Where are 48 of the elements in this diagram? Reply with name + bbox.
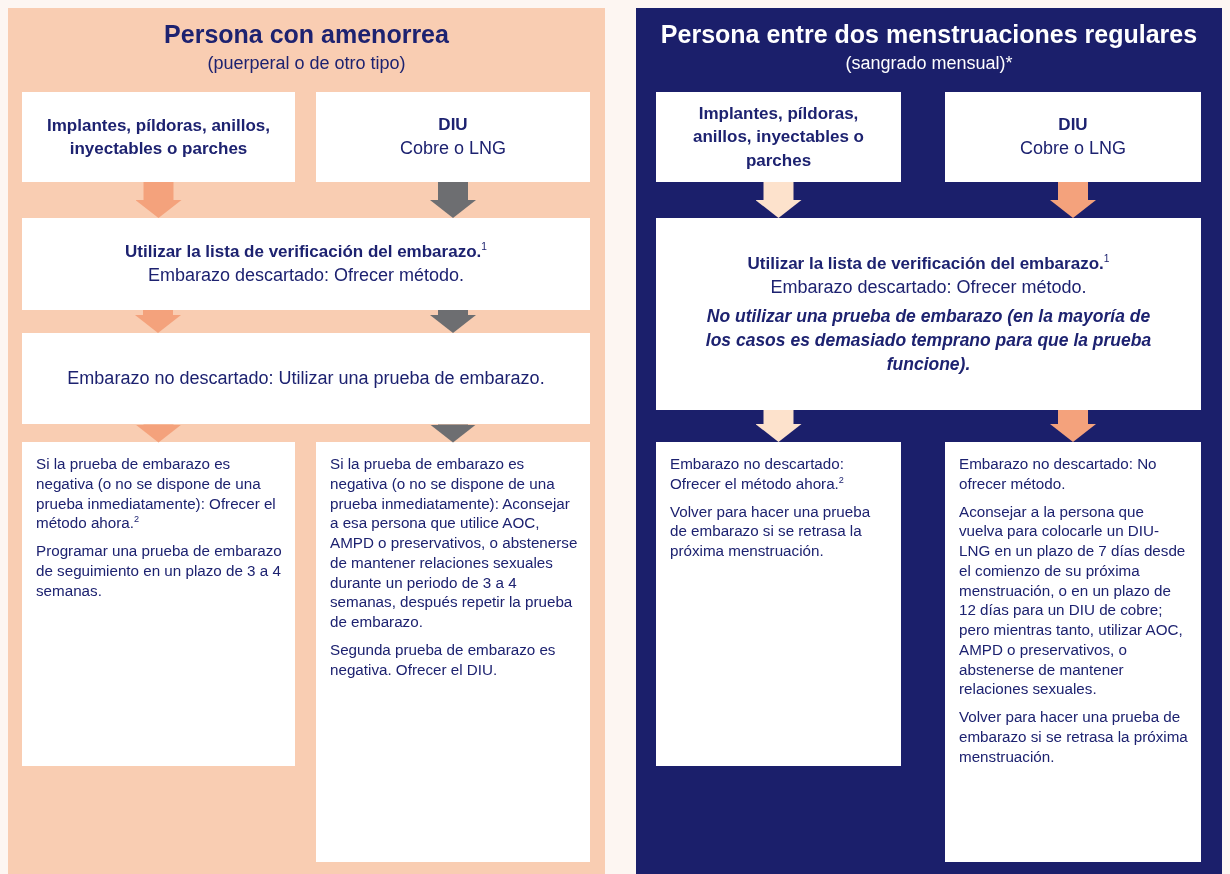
- arrow: [430, 310, 476, 333]
- step-box: [656, 218, 1201, 410]
- panel-subtitle: (sangrado mensual)*: [845, 51, 1013, 75]
- step-box: [22, 333, 590, 424]
- outcome-text: Embarazo no descartado: No ofrecer método.: [959, 454, 1158, 494]
- outcome-text: Embarazo no descartado: Ofrecer el método ahora.$^{2}$: [670, 454, 845, 494]
- outcome-text: Segunda prueba de embarazo es negativa. Ofrecer el DIU.: [330, 639, 557, 680]
- outcome-text: Programar una prueba de embarazo de seguimiento en un plazo de 3 a 4 semanas.: [36, 541, 283, 601]
- outcome-text: Volver para hacer una prueba de embarazo si se retrasa la próxima menstruación.: [670, 501, 872, 561]
- step-text: Utilizar la lista de verificación del embarazo.$^{1}$: [747, 252, 1110, 275]
- arrow: [430, 424, 476, 443]
- panel-title: Persona con amenorrea: [164, 19, 449, 50]
- outcome-text: Si la prueba de embarazo es negativa (o no se dispone de una prueba inmediatamente): Aconsejar a esa persona que utilice AOC, AMPD o preservativos, o abstenerse de mantener relaciones sexuales durante un periodo de 3 a 4 semanas, después repetir la prueba de embarazo.: [330, 454, 578, 632]
- step-text: No utilizar una prueba de embarazo (en la mayoría de los casos es demasiado temprano para que la prueba funcione).: [704, 304, 1153, 377]
- step-text: Cobre o LNG: [1019, 137, 1127, 161]
- panel-background: [8, 8, 605, 874]
- step-box: [22, 92, 295, 182]
- step-box: [316, 92, 590, 182]
- arrow: [755, 182, 802, 218]
- outcome-text: Volver para hacer una prueba de embarazo si se retrasa la próxima menstruación.: [959, 707, 1189, 767]
- arrow: [135, 182, 182, 218]
- outcome-box: [656, 442, 901, 766]
- step-text: Utilizar la lista de verificación del embarazo.$^{1}$: [125, 240, 487, 263]
- arrow: [430, 182, 476, 218]
- step-box: [945, 92, 1201, 182]
- arrow: [1050, 182, 1096, 218]
- step-text: Implantes, píldoras, anillos, inyectables o parches: [692, 102, 865, 172]
- step-text: DIU: [1058, 113, 1088, 136]
- arrow: [1050, 410, 1096, 442]
- step-box: [22, 218, 590, 310]
- panel-background: [636, 8, 1222, 874]
- step-text: Implantes, píldoras, anillos, inyectables o parches: [46, 114, 271, 160]
- arrow: [135, 424, 182, 443]
- step-text: Cobre o LNG: [399, 137, 507, 161]
- outcome-text: Aconsejar a la persona que vuelva para colocarle un DIU-LNG en un plazo de 7 días desde el comienzo de su próxima menstruación, o en un plazo de 12 días para un DIU de cobre; pero mientras tanto, utilizar AOC, AMPD o preservativos, o abstenerse de mantener relaciones sexuales.: [959, 501, 1187, 699]
- outcome-box: [316, 442, 590, 862]
- outcome-box: [945, 442, 1201, 862]
- step-text: Embarazo descartado: Ofrecer método.: [147, 264, 465, 288]
- arrow: [755, 410, 802, 442]
- panel-title: Persona entre dos menstruaciones regulares: [660, 19, 1198, 50]
- outcome-text: Si la prueba de embarazo es negativa (o no se dispone de una prueba inmediatamente): Ofrecer el método ahora.$^{2}$: [36, 454, 277, 533]
- outcome-box: [22, 442, 295, 766]
- step-box: [656, 92, 901, 182]
- step-text: DIU: [438, 113, 468, 136]
- step-text: Embarazo descartado: Ofrecer método.: [770, 276, 1087, 300]
- arrow: [135, 310, 181, 333]
- panel-subtitle: (puerperal o de otro tipo): [207, 51, 406, 75]
- step-text: Embarazo no descartado: Utilizar una prueba de embarazo.: [67, 367, 545, 391]
